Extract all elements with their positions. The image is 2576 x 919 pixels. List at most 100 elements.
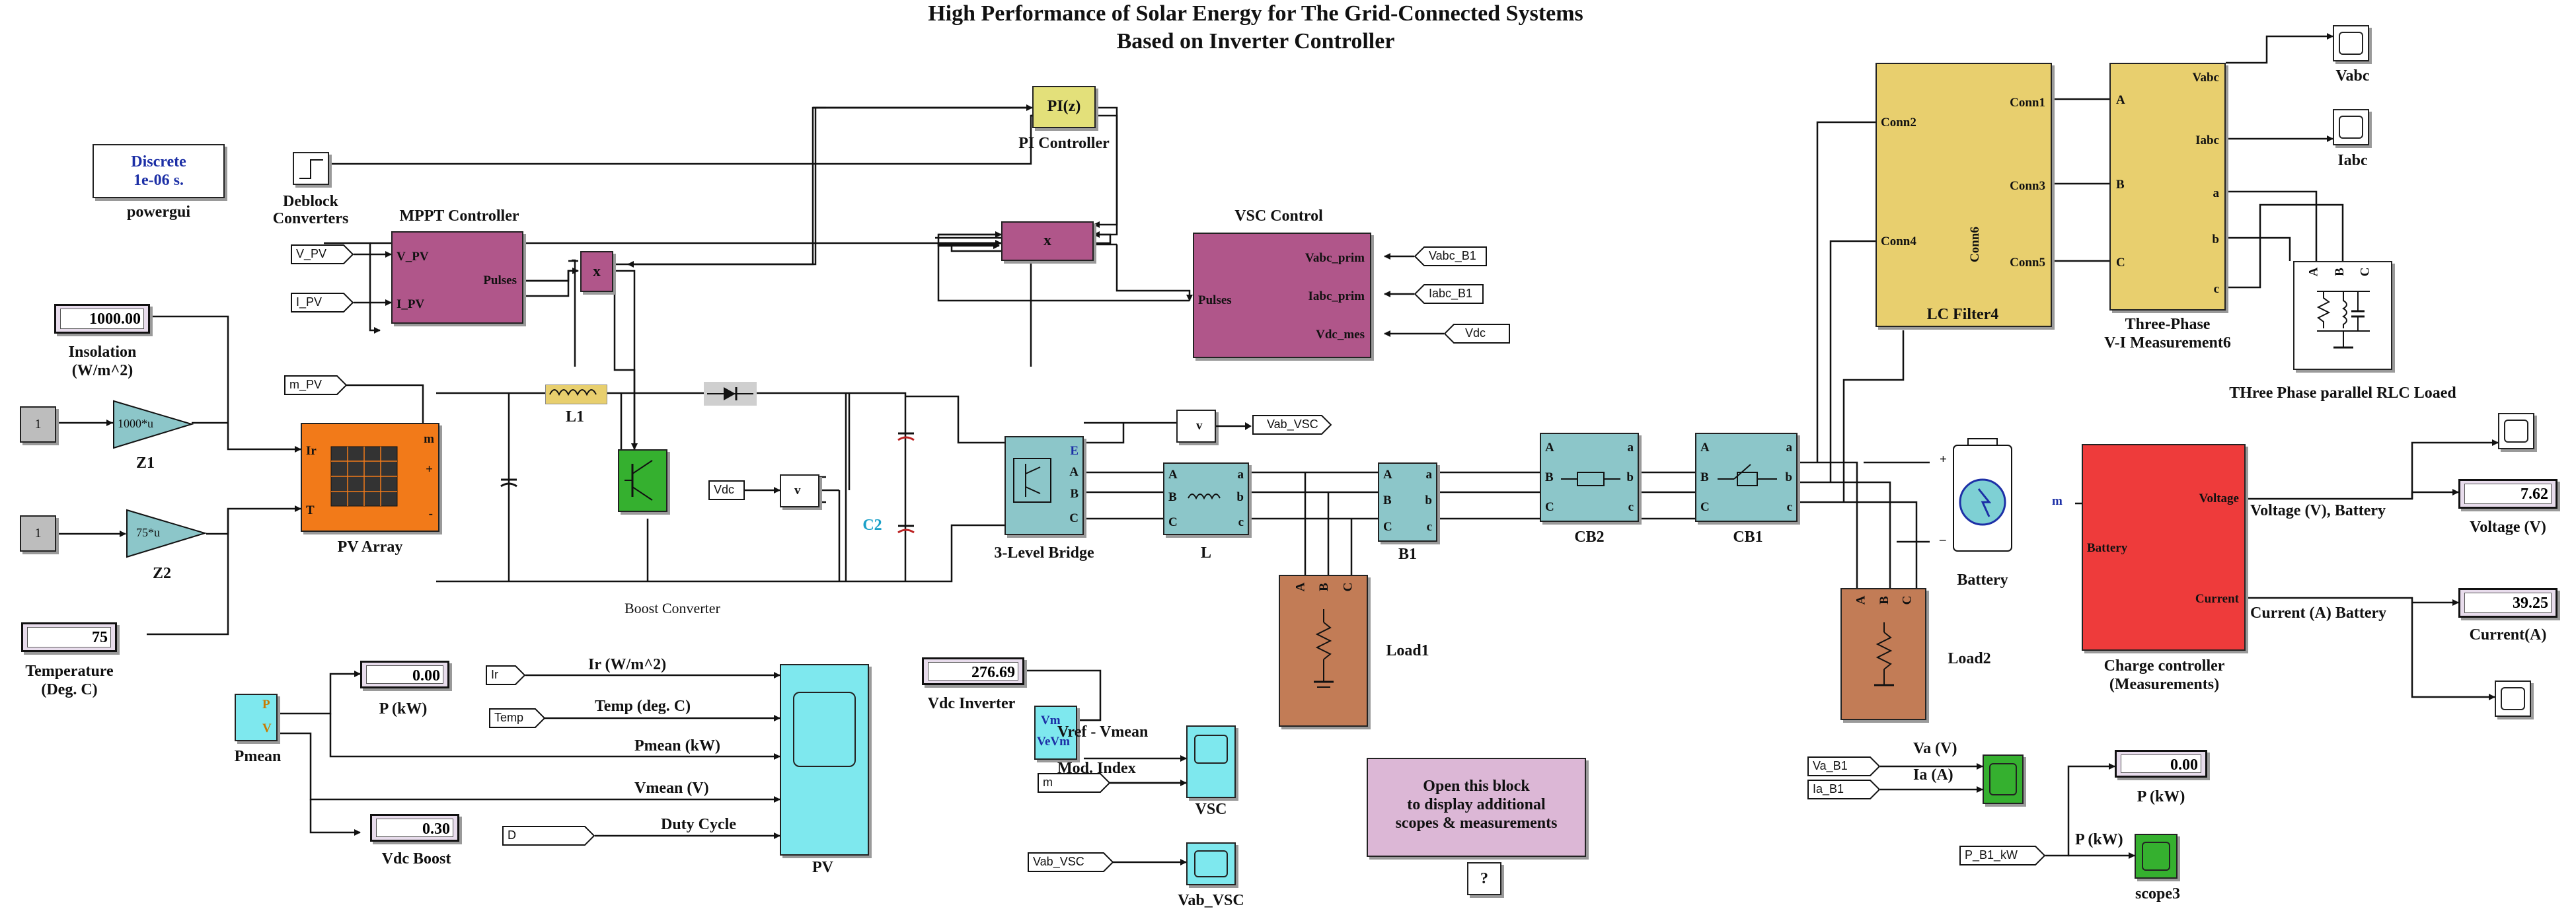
load1-b: B (1316, 583, 1331, 591)
tag-m-pv[interactable]: m_PV (284, 375, 347, 395)
l-label: L (1200, 544, 1211, 562)
vsc-signal-vref: Vref - Vmean (1057, 723, 1149, 741)
rlc-load-block[interactable]: A B C (2293, 261, 2392, 370)
pv-array-block[interactable]: Ir T m + - (301, 423, 439, 532)
diode-block[interactable] (704, 382, 757, 406)
boost-switch-block[interactable] (618, 449, 667, 512)
charge-controller-block[interactable]: Battery Voltage Current (2082, 444, 2246, 651)
scope-vab-vsc[interactable] (1186, 842, 1236, 885)
tag-vdc-boost[interactable]: Vdc (708, 480, 745, 500)
load1-block[interactable]: A B C (1279, 575, 1368, 727)
cb2-a: A (1545, 441, 1554, 455)
gain-block-z1[interactable]: 1000*u (112, 400, 195, 449)
vab-arrow (1216, 422, 1252, 430)
charge-label-1: Charge controller (2103, 657, 2225, 675)
z2-gain: 75*u (136, 526, 160, 539)
rlc-label: THree Phase parallel RLC Loaed (2229, 385, 2456, 402)
tag-ir[interactable]: Ir (486, 665, 525, 685)
temperature-value: 75 (27, 627, 111, 647)
deblock-step-block[interactable] (293, 152, 329, 185)
breaker-cb1-block[interactable]: A B C a b c (1695, 433, 1798, 522)
tag-i-pv[interactable]: I_PV (291, 293, 354, 312)
cb1-c: C (1700, 500, 1710, 514)
vi-out-iabc: Iabc (2195, 133, 2219, 147)
info-block[interactable]: Open this block to display additional sc… (1367, 758, 1586, 857)
constant-block-2[interactable]: 1 (20, 515, 56, 552)
voltage-meter-vab[interactable]: v (1176, 410, 1216, 443)
tag-v-pv[interactable]: V_PV (291, 244, 354, 264)
meas-ia-label: Ia (A) (1913, 766, 1953, 784)
scope3[interactable] (2135, 834, 2178, 879)
three-level-bridge-block[interactable]: E A B C (1004, 436, 1084, 535)
multiply-block-vsc[interactable]: x (1001, 221, 1094, 261)
scope-vabc[interactable] (2333, 25, 2369, 61)
bus-b1-block[interactable]: A B C a b c (1378, 462, 1437, 542)
voltage-meter-vab-v: v (1196, 419, 1203, 433)
temperature-display: 75 (21, 622, 117, 652)
tag-vab-vsc-out[interactable]: Vab_VSC (1252, 415, 1332, 435)
scope-current[interactable] (2495, 680, 2531, 717)
cb1-a: A (1700, 441, 1710, 455)
tag-d[interactable]: D (502, 826, 595, 846)
load2-block[interactable]: A B C (1840, 588, 1926, 720)
pi-controller-block[interactable]: PI(z) (1032, 86, 1096, 128)
inductor-icon (549, 389, 597, 396)
tag-iabc-b1[interactable]: Iabc_B1 (1414, 284, 1484, 304)
load2-c: C (1900, 595, 1914, 605)
scope-va-ia[interactable] (1983, 754, 2024, 804)
scope-screen (1193, 850, 1229, 878)
mppt-out-pulses: Pulses (483, 274, 517, 287)
vi-label-2: V-I Measurement6 (2104, 334, 2231, 351)
vi-measurement-block[interactable]: A B C Vabc Iabc a b c (2109, 63, 2226, 311)
multiply-block-mppt[interactable]: x (580, 251, 613, 292)
z2-label: Z2 (152, 565, 171, 582)
lc-conn3: Conn3 (2010, 179, 2045, 193)
insolation-display: 1000.00 (54, 304, 150, 334)
scope-screen (2339, 32, 2363, 55)
solar-panel-icon (330, 446, 398, 507)
vref-block[interactable]: Vm VeVm (1034, 706, 1077, 760)
inductor-l-block[interactable]: A B C a b c (1163, 462, 1249, 535)
breaker-cb2-block[interactable]: A B C a b c (1540, 433, 1639, 522)
current-signal-label: Current (A) Battery (2250, 605, 2387, 622)
vdc-inverter-value: 276.69 (928, 662, 1018, 681)
lc-filter-block[interactable]: Conn2 Conn4 Conn1 Conn3 Conn5 Conn6 (1875, 63, 2052, 327)
tag-m[interactable]: m (1038, 773, 1110, 793)
tag-vdc-boost-text: Vdc (714, 483, 735, 496)
l-c2: c (1238, 515, 1244, 529)
scope-pv[interactable] (780, 664, 869, 856)
load2-a: A (1854, 595, 1868, 605)
battery-minus: _ (1940, 529, 1946, 542)
tag-m-text: m (1043, 776, 1053, 789)
tag-vdc-ctrl[interactable]: Vdc (1444, 324, 1510, 344)
tag-va-b1-text: Va_B1 (1813, 759, 1848, 772)
battery-block[interactable] (1950, 436, 2016, 555)
scope-vsc[interactable] (1186, 725, 1236, 798)
help-button[interactable]: ? (1467, 862, 1501, 895)
c2-label: C2 (862, 517, 882, 534)
scope-voltage[interactable] (2498, 413, 2534, 449)
vsc-in-pulses: Pulses (1198, 293, 1232, 307)
capacitor-c2-lower-icon (897, 525, 915, 534)
meas-va-label: Va (V) (1913, 740, 1957, 757)
tag-va-b1[interactable]: Va_B1 (1807, 756, 1880, 776)
vsc-control-block[interactable]: Pulses Vabc_prim Iabc_prim Vdc_mes (1193, 233, 1371, 358)
inductor-l1[interactable] (545, 385, 607, 404)
vi-out-c: c (2213, 282, 2219, 296)
battery-m: m (2052, 494, 2063, 508)
scope-iabc[interactable] (2333, 109, 2369, 145)
tag-temp[interactable]: Temp (489, 708, 545, 728)
mppt-controller-block[interactable]: V_PV I_PV Pulses (391, 231, 523, 324)
constant-block-1[interactable]: 1 (20, 406, 56, 443)
powergui-step: 1e-06 s. (133, 172, 184, 189)
gain-block-z2[interactable]: 75*u (126, 509, 208, 558)
tag-vabc-b1[interactable]: Vabc_B1 (1414, 246, 1487, 266)
tag-p-b1[interactable]: P_B1_kW (1959, 846, 2045, 865)
pmean-label: Pmean (234, 748, 282, 765)
voltage-meter-boost[interactable]: v (780, 474, 819, 507)
tag-ia-b1[interactable]: Ia_B1 (1807, 780, 1880, 799)
pmean-block[interactable]: P V (235, 694, 278, 741)
tag-vab-vsc-in[interactable]: Vab_VSC (1028, 852, 1114, 872)
powergui-block[interactable]: Discrete 1e-06 s. (93, 144, 225, 198)
